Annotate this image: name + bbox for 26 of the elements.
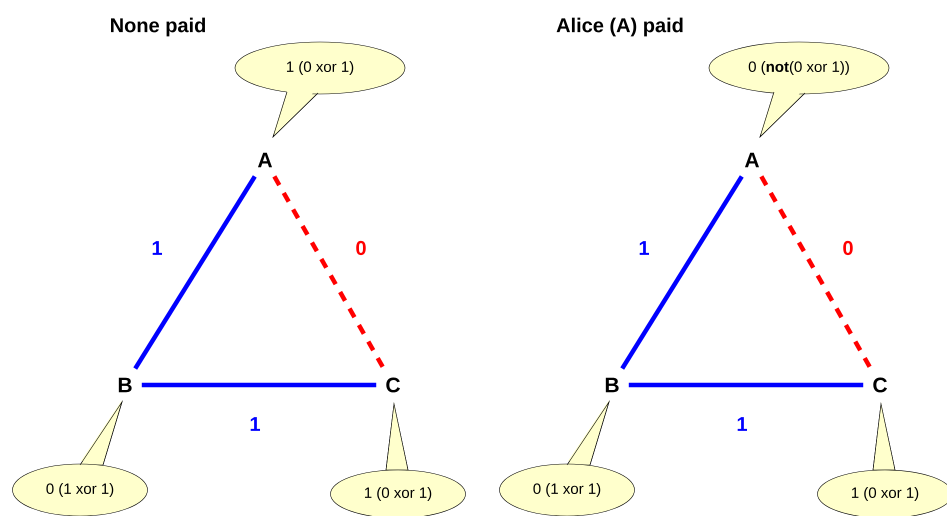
- edge-line: [620, 175, 744, 370]
- node-letter: B: [118, 378, 132, 392]
- panel-title: None paid: [111, 18, 206, 36]
- edge-line: [142, 382, 376, 388]
- speech-bubble: 1 (0 xor 1): [817, 402, 947, 516]
- speech-bubble: 0 (1 xor 1): [499, 400, 635, 516]
- edge-label: 1: [248, 416, 262, 432]
- edge-label: 1: [735, 416, 749, 432]
- edge-label: 0: [354, 240, 368, 256]
- edge-line: [759, 175, 872, 370]
- node-letter: B: [606, 378, 619, 392]
- edge-line: [133, 175, 257, 370]
- node-letter: C: [386, 378, 400, 392]
- edge-label: 0: [841, 240, 855, 256]
- panel-title: Alice (A) paid: [556, 18, 683, 36]
- node-letter: A: [744, 152, 760, 168]
- edge-line: [272, 175, 386, 370]
- edge-label: 1: [637, 240, 651, 256]
- node-letter: C: [873, 378, 887, 392]
- speech-bubble: 1 (0 xor 1): [234, 42, 406, 138]
- node-letter: A: [258, 152, 272, 168]
- edge-label: 1: [150, 240, 164, 256]
- speech-bubble: 0 (not(0 xor 1)): [708, 42, 890, 138]
- edge-line: [628, 382, 864, 388]
- speech-bubble: 0 (1 xor 1): [12, 400, 148, 516]
- speech-bubble: 1 (0 xor 1): [330, 402, 466, 516]
